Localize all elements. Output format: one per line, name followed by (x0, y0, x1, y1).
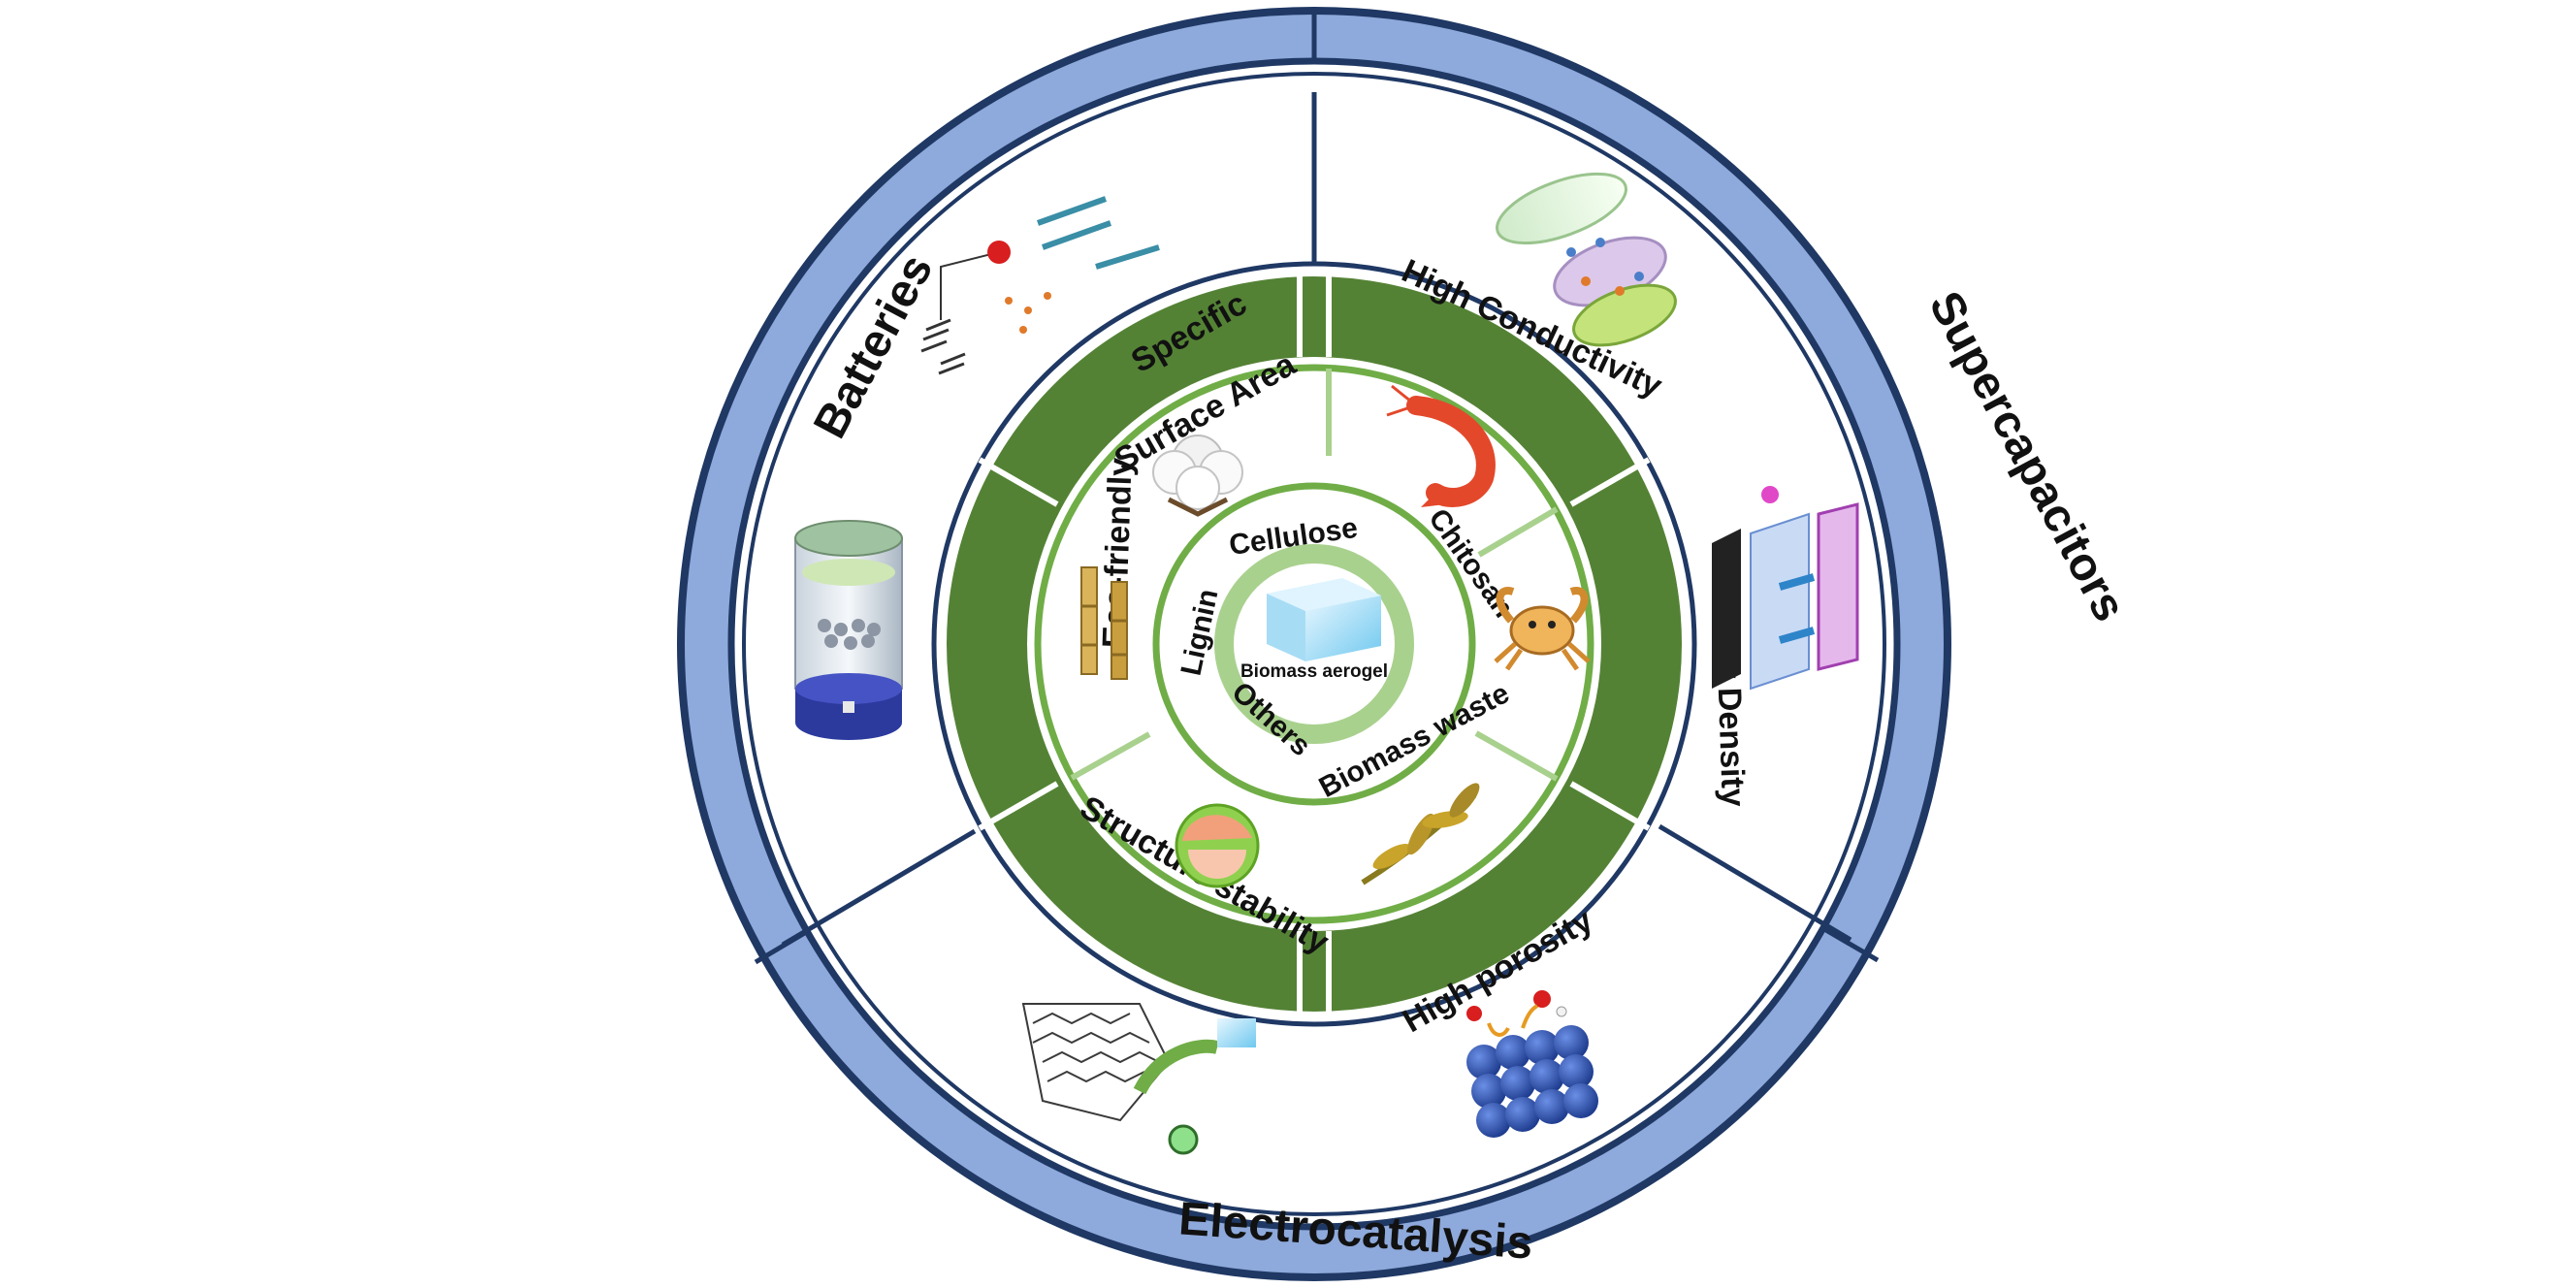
crab-icon (1494, 587, 1591, 671)
kelp-icon (1361, 783, 1480, 886)
graphene-sheet-icon (1021, 1003, 1256, 1155)
material-ring-outer (1034, 364, 1594, 924)
core-label: Biomass aerogel (1240, 661, 1388, 682)
supercapacitor-cell-icon (1712, 486, 1859, 691)
inner-thin-ring (742, 72, 1886, 1216)
electrocatalyst-cluster-icon (1466, 990, 1598, 1138)
aerogel-block-icon (1267, 578, 1381, 661)
shrimp-icon (1386, 384, 1496, 507)
bamboo-icon (1080, 566, 1128, 680)
supercapacitor-disc-icon (1496, 172, 1677, 347)
cotton-icon (1152, 435, 1243, 517)
property-dividers (978, 272, 1651, 1018)
material-dividers (1070, 369, 1559, 782)
pomelo-icon (1175, 803, 1260, 888)
application-label-supercapacitors: Supercapacitors (1918, 283, 2135, 629)
battery-cylinder-icon (794, 520, 903, 740)
application-dividers (754, 11, 1880, 965)
battery-schematic-icon (920, 196, 1160, 375)
